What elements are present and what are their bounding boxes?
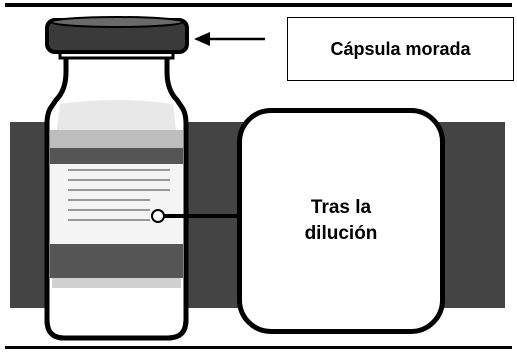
vial-label bbox=[50, 164, 183, 244]
vial-bottom-shade bbox=[52, 278, 181, 288]
vial-outline bbox=[44, 124, 189, 341]
liquid-top bbox=[50, 130, 183, 150]
bottom-rule bbox=[5, 346, 512, 349]
cap-top bbox=[50, 16, 184, 28]
dilution-label: Tras la dilución bbox=[237, 108, 445, 334]
vial-label-lines bbox=[68, 169, 170, 221]
vial-shoulder bbox=[57, 100, 176, 130]
vial bbox=[44, 46, 189, 341]
connector-dot bbox=[151, 209, 165, 223]
vial-lower-band bbox=[50, 244, 183, 278]
vial-cap bbox=[45, 16, 189, 54]
dilution-label-text: Tras la dilución bbox=[304, 197, 378, 244]
cap-label-text: Cápsula morada bbox=[330, 38, 471, 59]
cap-label: Cápsula morada bbox=[287, 17, 514, 81]
vial-upper-band bbox=[50, 148, 183, 164]
top-rule bbox=[5, 3, 512, 7]
left-arrow-icon bbox=[194, 32, 265, 46]
